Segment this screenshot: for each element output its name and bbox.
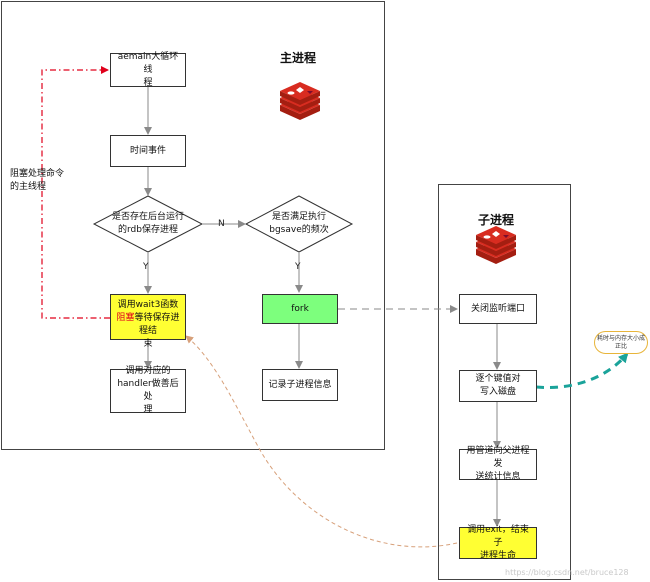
note-bubble: 耗时与内存大小成 正比 bbox=[594, 331, 648, 354]
wait3-text-blocking: 阻塞 bbox=[116, 313, 135, 323]
node-send-stats: 用管道向父进程发 送统计信息 bbox=[459, 446, 537, 482]
node-wait3: 调用wait3函数阻塞等待保存进程结 束 bbox=[110, 294, 186, 349]
label-yes-right: Y bbox=[295, 262, 301, 272]
node-record-child: 记录子进程信息 bbox=[262, 369, 338, 401]
node-close-port: 关闭监听端口 bbox=[459, 294, 537, 324]
edge-exit-to-wait bbox=[185, 335, 458, 548]
redis-logo-icon bbox=[476, 226, 516, 264]
node-check-bg-rdb: 是否存在后台运行 的rdb保存进程 bbox=[111, 212, 184, 235]
check-bgsave-diamond bbox=[244, 195, 354, 253]
node-check-bgsave: 是否满足执行 bgsave的频次 bbox=[269, 212, 329, 235]
node-exit-child: 调用exit，结束子 进程生命 bbox=[459, 525, 537, 561]
main-process-frame bbox=[1, 1, 385, 450]
check-bg-rdb-diamond bbox=[92, 195, 204, 253]
edge-write-to-note bbox=[535, 352, 629, 389]
label-no: N bbox=[218, 219, 225, 229]
node-handler: 调用对应的 handler做善后处 理 bbox=[110, 366, 186, 415]
wait3-text-part2: 等待保存进程结 束 bbox=[134, 313, 180, 349]
side-note-blocking: 阻塞处理命令 的主线程 bbox=[10, 169, 65, 192]
child-process-frame bbox=[438, 184, 571, 580]
node-aemain-loop: aemain大循环线 程 bbox=[110, 52, 186, 88]
main-process-title: 主进程 bbox=[280, 51, 317, 65]
node-write-disk: 逐个键值对 写入磁盘 bbox=[459, 370, 537, 402]
redis-logo-icon bbox=[280, 82, 320, 120]
edge-blocking-loop bbox=[41, 66, 110, 319]
node-fork: fork bbox=[262, 294, 338, 324]
label-yes-left: Y bbox=[143, 262, 149, 272]
wait3-text-part1: 调用wait3函数 bbox=[117, 300, 179, 310]
watermark: https://blog.csdn.net/bruce128 bbox=[505, 568, 629, 577]
node-time-event: 时间事件 bbox=[110, 135, 186, 167]
child-process-title: 子进程 bbox=[478, 213, 515, 227]
